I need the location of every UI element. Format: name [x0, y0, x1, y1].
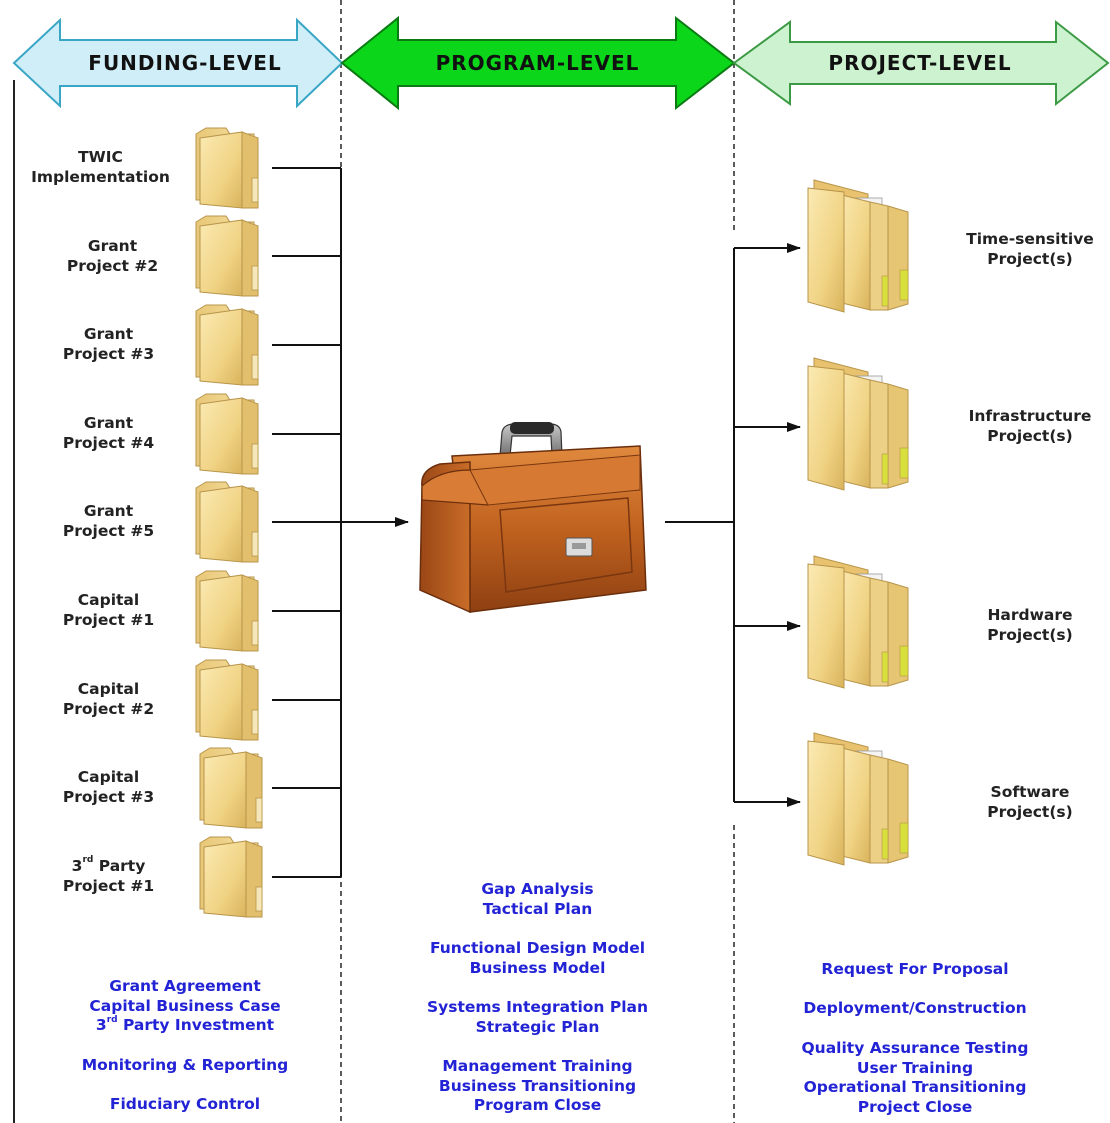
funding-deliverables-group: Grant Agreement Capital Business Case 3r…	[89, 977, 281, 1034]
folder-icon	[199, 747, 263, 829]
funding-deliverable: Monitoring & Reporting	[81, 1056, 289, 1074]
project-level-title: PROJECT-LEVEL	[828, 51, 1012, 75]
folder-icon	[195, 659, 259, 741]
folder-icon	[195, 304, 259, 386]
open-folder-icon	[806, 178, 910, 314]
project-level-banner	[732, 19, 1110, 107]
funding-project-label: 3rd Party Project #1	[62, 855, 155, 896]
project-deliverables-group: Deployment/Construction	[803, 999, 1027, 1017]
folder-icon	[195, 215, 259, 297]
funding-level-title: FUNDING-LEVEL	[88, 51, 282, 75]
folder-icon	[199, 836, 263, 918]
folder-icon	[195, 393, 259, 475]
program-level-title: PROGRAM-LEVEL	[435, 51, 640, 75]
briefcase-icon	[419, 422, 647, 614]
funding-deliverable: Fiduciary Control	[109, 1095, 261, 1113]
folder-icon	[195, 127, 259, 209]
open-folder-icon	[806, 554, 910, 690]
folder-icon	[195, 481, 259, 563]
open-folder-icon	[806, 731, 910, 867]
project-connectors	[665, 248, 735, 802]
folder-icon	[195, 570, 259, 652]
funding-connectors	[272, 167, 342, 878]
open-folder-icon	[806, 356, 910, 492]
project-deliverables-group: Request For Proposal	[821, 960, 1009, 978]
